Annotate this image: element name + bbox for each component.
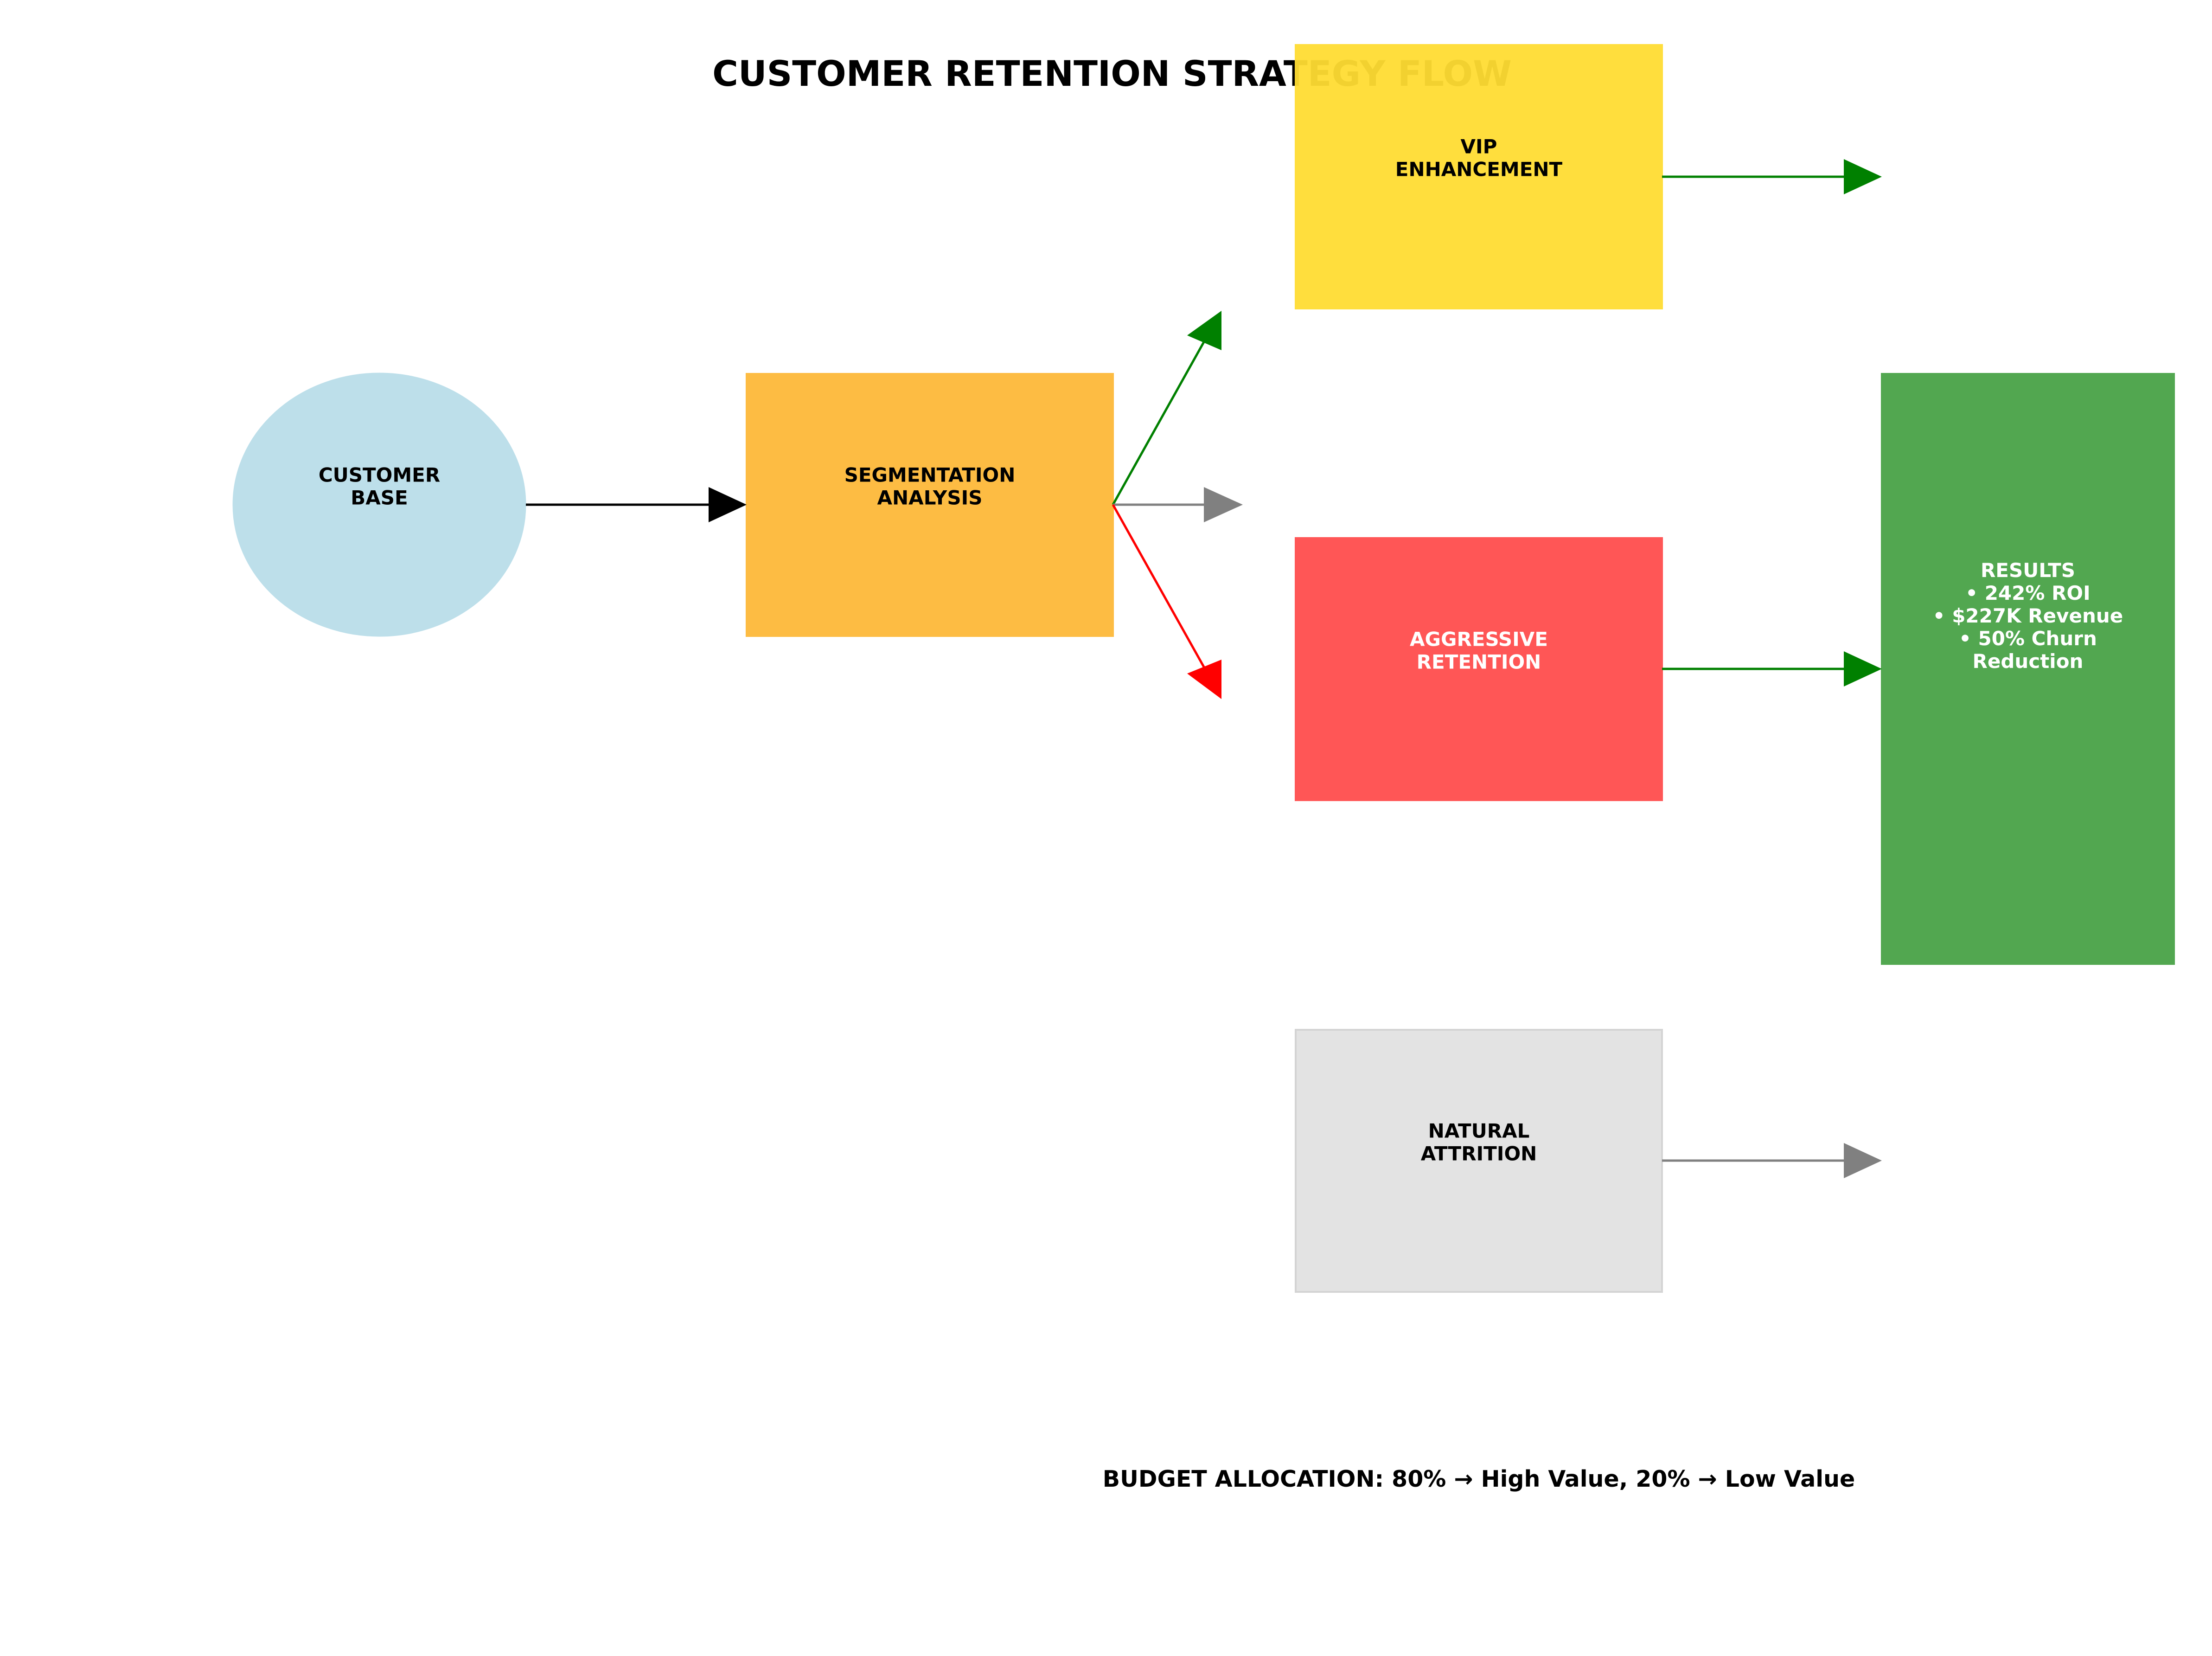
arrow-segmentation-to-natural bbox=[1113, 487, 1243, 522]
segmentation-analysis-box bbox=[746, 373, 1114, 637]
label-line: ANALYSIS bbox=[877, 487, 983, 509]
budget-allocation-footer: BUDGET ALLOCATION: 80% → High Value, 20%… bbox=[1103, 1466, 1855, 1492]
label-line: SEGMENTATION bbox=[844, 464, 1016, 487]
label-line: • 50% Churn bbox=[1959, 627, 2097, 650]
arrow-customer-to-segmentation bbox=[526, 487, 747, 522]
arrow-segmentation-to-vip bbox=[1112, 311, 1221, 506]
arrow-vip-to-results bbox=[1662, 159, 1882, 194]
node-results: RESULTS• 242% ROI• $227K Revenue• 50% Ch… bbox=[1881, 373, 2175, 965]
label-line: RESULTS bbox=[1981, 559, 2075, 582]
label-line: • 242% ROI bbox=[1965, 582, 2091, 604]
label-line: ATTRITION bbox=[1421, 1143, 1537, 1165]
natural-attrition-box bbox=[1295, 1029, 1663, 1293]
label-line: VIP bbox=[1461, 135, 1497, 158]
aggressive-retention-box bbox=[1295, 537, 1663, 801]
arrow-natural-to-results bbox=[1662, 1143, 1882, 1178]
label-line: ENHANCEMENT bbox=[1395, 158, 1563, 181]
label-line: NATURAL bbox=[1428, 1120, 1530, 1143]
results-label: RESULTS• 242% ROI• $227K Revenue• 50% Ch… bbox=[1933, 559, 2123, 673]
label-line: • $227K Revenue bbox=[1933, 604, 2123, 627]
label-line: Reduction bbox=[1973, 650, 2084, 673]
label-line: RETENTION bbox=[1417, 651, 1541, 674]
label-line: CUSTOMER bbox=[319, 464, 440, 487]
results-box bbox=[1881, 373, 2175, 965]
label-line: AGGRESSIVE bbox=[1410, 628, 1548, 651]
label-line: BASE bbox=[351, 487, 408, 509]
arrow-aggressive-to-results bbox=[1662, 651, 1882, 687]
arrow-segmentation-to-aggressive bbox=[1112, 504, 1221, 699]
vip-enhancement-box bbox=[1295, 44, 1663, 309]
